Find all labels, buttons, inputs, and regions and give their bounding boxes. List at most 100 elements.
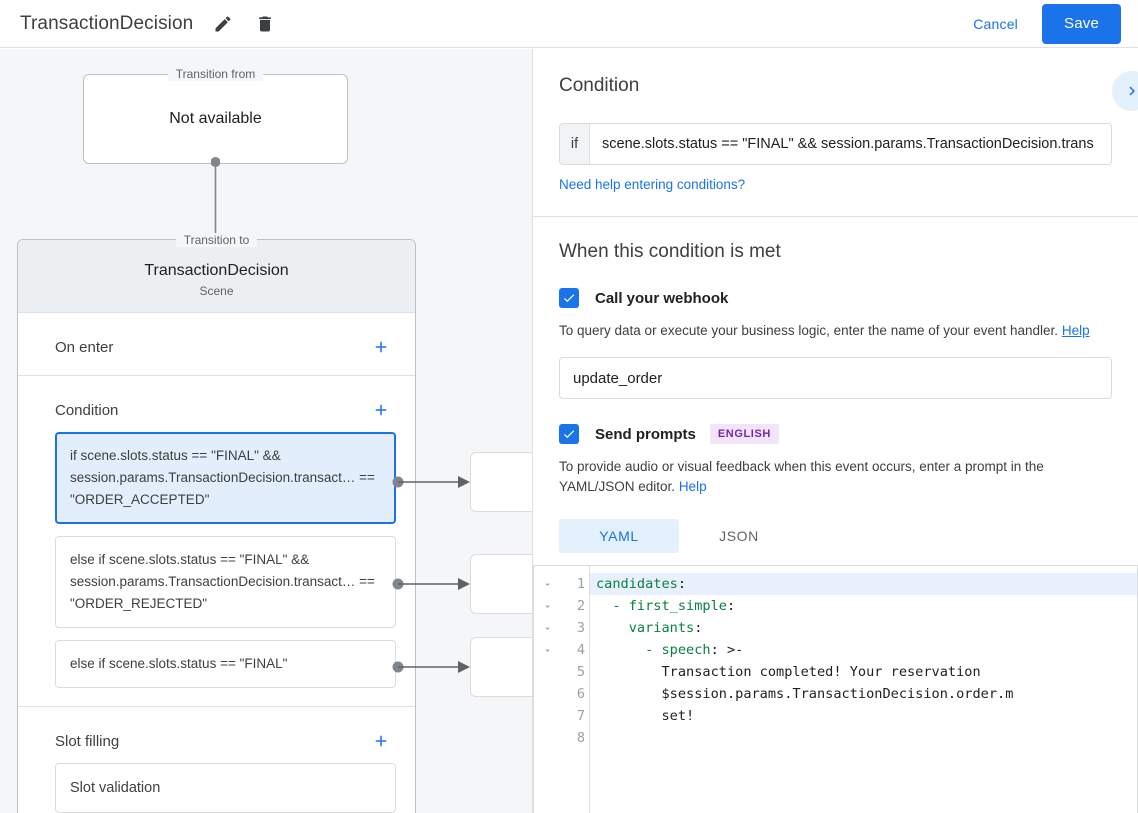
fold-toggle-8: [534, 727, 560, 749]
line-number: 7: [576, 708, 585, 724]
plus-icon: [375, 341, 387, 353]
prompts-helper-copy: To provide audio or visual feedback when…: [559, 459, 1044, 494]
fold-toggle-2[interactable]: [534, 595, 560, 617]
condition-item-0[interactable]: if scene.slots.status == "FINAL" && sess…: [55, 432, 396, 524]
prompts-help-link[interactable]: Help: [678, 479, 707, 494]
editor-fold-gutter: [534, 566, 560, 813]
code-line: [590, 727, 1137, 749]
add-slot-filling-icon[interactable]: [369, 729, 393, 753]
section-on-enter-title: On enter: [55, 338, 114, 356]
chevron-right-icon-glyph: [1129, 86, 1135, 96]
call-webhook-checkbox[interactable]: [559, 288, 579, 308]
code-line: variants:: [590, 617, 1137, 639]
plus-icon: [375, 404, 387, 416]
panel-condition-section: Condition if Need help entering conditio…: [533, 49, 1138, 217]
check-icon: [563, 294, 575, 303]
transition-to-name: TransactionDecision: [144, 262, 289, 279]
transition-from-box: Transition from Not available: [83, 67, 348, 164]
if-label: if: [560, 124, 590, 164]
chevron-right-icon[interactable]: [1112, 71, 1138, 111]
code-line: - first_simple:: [590, 595, 1137, 617]
yaml-punct: :: [726, 598, 736, 614]
tab-json[interactable]: JSON: [719, 528, 759, 544]
webhook-handler-input[interactable]: [559, 357, 1112, 399]
fold-toggle-3[interactable]: [534, 617, 560, 639]
fold-toggle-4[interactable]: [534, 639, 560, 661]
webhook-helper-copy: To query data or execute your business l…: [559, 323, 1059, 338]
cancel-button[interactable]: Cancel: [963, 7, 1028, 41]
add-on-enter-icon[interactable]: [369, 335, 393, 359]
condition-if-row: if: [559, 123, 1112, 165]
line-number: 2: [576, 598, 585, 614]
line-number: 3: [576, 620, 585, 636]
page-title: TransactionDecision: [20, 12, 194, 34]
send-prompts-label: Send prompts: [595, 425, 696, 443]
section-on-enter: On enter: [18, 313, 415, 376]
fold-toggle-6: [534, 683, 560, 705]
section-condition-head: Condition: [18, 376, 415, 426]
transition-from-value: Not available: [169, 110, 262, 127]
call-webhook-label: Call your webhook: [595, 289, 729, 307]
add-condition-icon[interactable]: [369, 398, 393, 422]
yaml-key: variants: [628, 620, 695, 636]
code-line: - speech: >-: [590, 639, 1137, 661]
need-help-conditions-link[interactable]: Need help entering conditions?: [559, 177, 746, 192]
trash-icon-glyph: [259, 16, 272, 31]
condition-detail-panel: Condition if Need help entering conditio…: [532, 49, 1138, 813]
trash-icon[interactable]: [253, 12, 277, 36]
transition-to-subtitle: Scene: [199, 284, 234, 298]
condition-target-box-0[interactable]: [470, 452, 532, 512]
chevron-down-icon: [544, 649, 550, 652]
line-number: 1: [576, 576, 585, 592]
code-line: candidates:: [590, 573, 1137, 595]
yaml-key: - speech: [645, 642, 711, 658]
yaml-key: candidates: [596, 576, 678, 592]
webhook-helper-text: To query data or execute your business l…: [559, 321, 1112, 341]
plus-icon: [375, 735, 387, 747]
panel-actions-section: When this condition is met Call your web…: [533, 217, 1138, 553]
fold-toggle-1[interactable]: [534, 573, 560, 595]
editor-format-tabs: YAML JSON: [559, 519, 1112, 553]
section-slot-filling: Slot filling Slot validation: [18, 707, 415, 813]
yaml-punct: :: [694, 620, 703, 636]
transition-from-legend: Transition from: [167, 67, 264, 81]
section-slot-filling-title: Slot filling: [55, 732, 120, 750]
send-prompts-checkbox[interactable]: [559, 424, 579, 444]
code-line: $session.params.TransactionDecision.orde…: [596, 686, 1014, 702]
slot-filling-list: Slot validation: [18, 757, 415, 813]
prompts-helper-text: To provide audio or visual feedback when…: [559, 457, 1112, 497]
transition-to-header: TransactionDecision Scene: [18, 240, 415, 313]
check-icon: [563, 430, 575, 439]
when-condition-met-heading: When this condition is met: [559, 241, 781, 262]
top-app-bar: TransactionDecision Cancel Save: [0, 0, 1138, 48]
pencil-icon[interactable]: [211, 12, 235, 36]
condition-target-box-2[interactable]: [470, 637, 532, 697]
line-number: 6: [576, 686, 585, 702]
condition-item-2[interactable]: else if scene.slots.status == "FINAL": [55, 640, 396, 688]
yaml-punct: :: [677, 576, 687, 592]
section-condition-title: Condition: [55, 401, 119, 419]
webhook-help-link[interactable]: Help: [1061, 323, 1090, 338]
condition-expression-input[interactable]: [590, 124, 1111, 164]
save-button[interactable]: Save: [1042, 3, 1121, 44]
line-number: 4: [576, 642, 585, 658]
editor-code-area[interactable]: candidates: - first_simple: variants: - …: [590, 566, 1137, 813]
send-prompts-checkbox-row: Send prompts ENGLISH: [559, 424, 1112, 444]
condition-target-box-1[interactable]: [470, 554, 532, 614]
section-on-enter-head: On enter: [18, 313, 415, 363]
condition-list: if scene.slots.status == "FINAL" && sess…: [18, 426, 415, 706]
slot-item-0[interactable]: Slot validation: [55, 763, 396, 813]
condition-item-1[interactable]: else if scene.slots.status == "FINAL" &&…: [55, 536, 396, 628]
scene-graph-canvas: Transition from Not available Transactio…: [0, 49, 532, 813]
language-badge: ENGLISH: [709, 424, 779, 444]
section-condition: Condition if scene.slots.status == "FINA…: [18, 376, 415, 707]
tab-yaml[interactable]: YAML: [559, 519, 679, 553]
top-bar-actions: Cancel Save: [963, 3, 1138, 44]
fold-toggle-7: [534, 705, 560, 727]
pencil-icon-glyph: [215, 15, 231, 31]
chevron-down-icon: [544, 583, 550, 586]
chevron-down-icon: [544, 605, 550, 608]
code-line: set!: [596, 708, 695, 724]
